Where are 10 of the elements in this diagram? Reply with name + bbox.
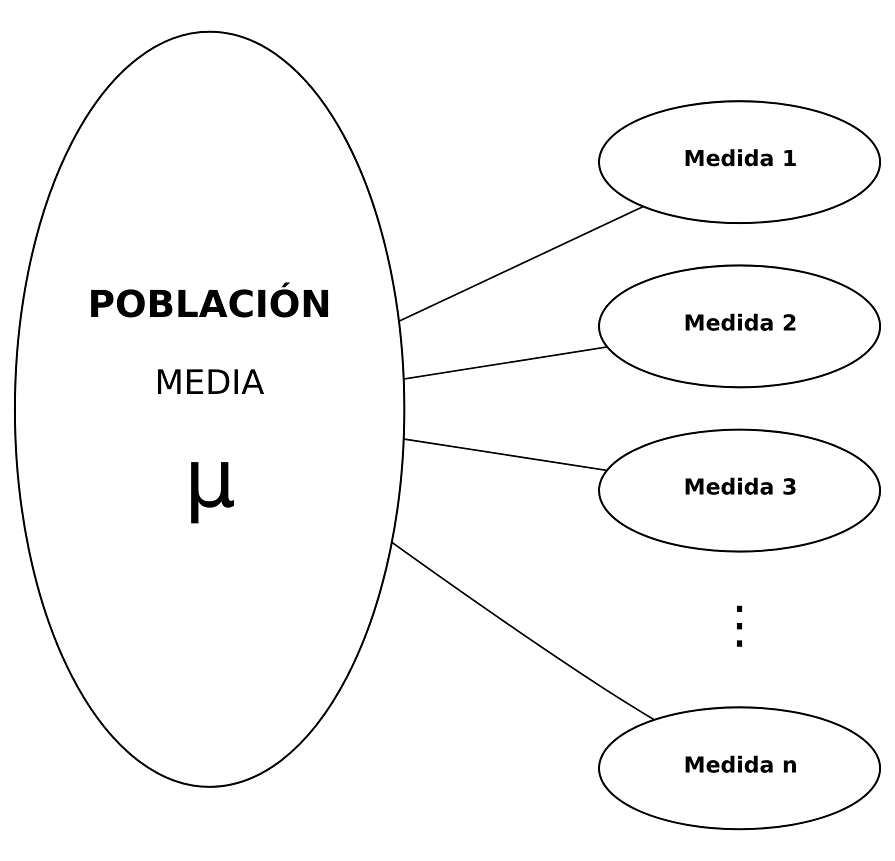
- label: ⋮: [714, 595, 765, 654]
- node-ellipse: Medida n: [598, 706, 882, 830]
- connector: [404, 438, 607, 472]
- node-ellipse: Medida 1: [598, 100, 882, 224]
- connector: [404, 346, 608, 380]
- node-ellipse: Medida 3: [598, 428, 882, 553]
- node-ellipse: Medida 2: [598, 264, 882, 388]
- connector: [392, 542, 655, 720]
- connector: [398, 206, 644, 322]
- node-ellipse: POBLACIÓN MEDIA μ: [14, 30, 406, 788]
